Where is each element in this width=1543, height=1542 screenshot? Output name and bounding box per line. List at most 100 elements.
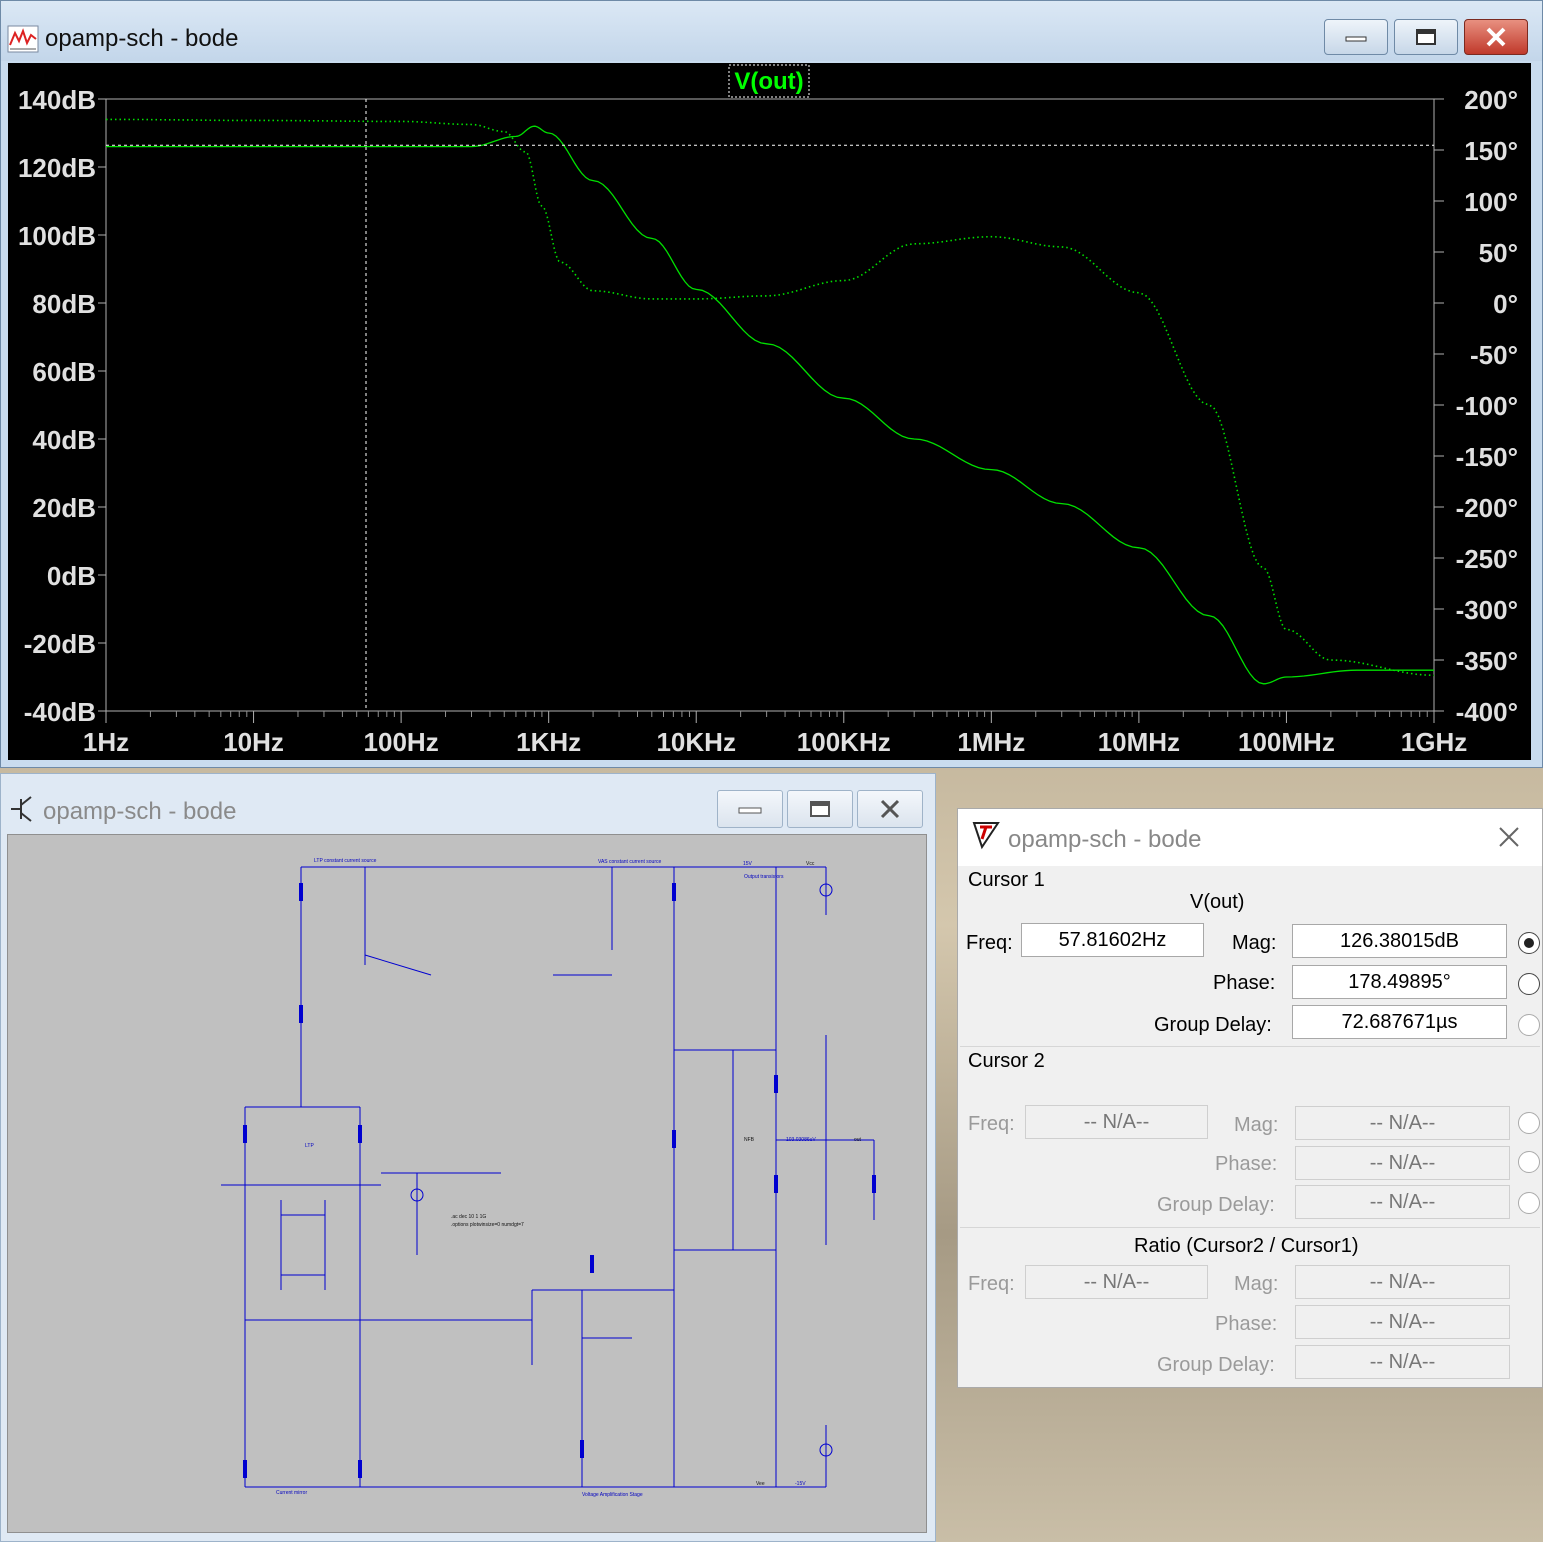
right-axis-label: 200°	[1464, 85, 1518, 115]
waveform-app-icon	[7, 25, 39, 53]
cursor2-heading: Cursor 2	[968, 1050, 1045, 1072]
out-label: out	[854, 1137, 862, 1143]
close-button[interactable]	[1464, 19, 1528, 55]
cursor2-gd-field[interactable]: -- N/A--	[1295, 1185, 1510, 1219]
x-axis-label: 100Hz	[364, 727, 439, 757]
series-layer	[106, 118, 1435, 685]
cursor1-trace-name: V(out)	[1190, 891, 1245, 913]
left-axis-labels: 140dB120dB100dB80dB60dB40dB20dB0dB-20dB-…	[18, 85, 96, 727]
vas-label: Voltage Amplification Stage	[582, 1492, 643, 1498]
ratio-mag-label: Mag:	[1234, 1273, 1279, 1295]
x-axis-label: 100MHz	[1238, 727, 1335, 757]
minimize-icon	[738, 807, 762, 814]
x-axis-label: 1GHz	[1401, 727, 1467, 757]
ratio-gd-field[interactable]: -- N/A--	[1295, 1345, 1510, 1379]
cursor2-freq-label: Freq:	[968, 1113, 1015, 1135]
v15-label: 15V	[743, 861, 753, 867]
sch-minimize-button[interactable]	[717, 790, 783, 828]
maximize-button[interactable]	[1394, 19, 1458, 55]
left-axis-label: 100dB	[18, 221, 96, 251]
x-axis-label: 10Hz	[223, 727, 284, 757]
right-axis-label: -250°	[1456, 544, 1518, 574]
close-icon	[880, 799, 900, 819]
sch-maximize-button[interactable]	[787, 790, 853, 828]
minimize-button[interactable]	[1324, 19, 1388, 55]
trace-label[interactable]: V(out)	[734, 68, 803, 95]
cursor2-mag-radio[interactable]	[1518, 1112, 1540, 1134]
separator	[960, 1046, 1540, 1047]
x-axis-label: 1Hz	[83, 727, 129, 757]
nfb-value-label: 103.03086uV	[786, 1137, 816, 1143]
right-axis-labels: 200°150°100°50°0°-50°-100°-150°-200°-250…	[1456, 85, 1518, 727]
cursor-crosshair[interactable]	[106, 99, 1434, 711]
cursor1-mag-radio[interactable]	[1518, 932, 1540, 954]
right-axis-label: 100°	[1464, 187, 1518, 217]
separator	[960, 1227, 1540, 1228]
ratio-gd-label: Group Delay:	[1157, 1354, 1275, 1376]
bode-plot-window[interactable]: opamp-sch - bode 140dB 120dB 100dB 80dB 60dB…	[0, 0, 1543, 768]
left-axis-label: 140dB	[18, 85, 96, 115]
bode-plot[interactable]: 140dB120dB100dB80dB60dB40dB20dB0dB-20dB-…	[8, 63, 1531, 760]
cursor1-mag-field[interactable]: 126.38015dB	[1292, 924, 1507, 958]
left-axis-label: -20dB	[24, 629, 96, 659]
cursor2-gd-label: Group Delay:	[1157, 1194, 1275, 1216]
right-axis-ticks	[1434, 98, 1444, 712]
left-axis-label: 120dB	[18, 153, 96, 183]
schematic-window-title: opamp-sch - bode	[43, 798, 237, 825]
schematic-wires	[221, 866, 875, 1488]
cursor1-heading: Cursor 1	[968, 869, 1045, 891]
maximize-icon	[810, 801, 830, 817]
cursor-dialog-titlebar[interactable]: opamp-sch - bode	[958, 809, 1542, 866]
schematic-canvas[interactable]: LTP constant current source VAS constant…	[7, 834, 927, 1533]
right-axis-label: 150°	[1464, 136, 1518, 166]
right-axis-label: 50°	[1479, 238, 1518, 268]
schematic-drawing[interactable]: LTP constant current source VAS constant…	[8, 835, 926, 1532]
ratio-freq-field[interactable]: -- N/A--	[1025, 1265, 1208, 1299]
ratio-mag-field[interactable]: -- N/A--	[1295, 1265, 1510, 1299]
cursor2-mag-field[interactable]: -- N/A--	[1295, 1106, 1510, 1140]
ltspice-logo-icon	[972, 822, 1000, 850]
schematic-components	[243, 883, 876, 1478]
cursor1-gd-field[interactable]: 72.687671µs	[1292, 1005, 1507, 1039]
cursor2-phase-field[interactable]: -- N/A--	[1295, 1146, 1510, 1180]
left-axis-label: 80dB	[32, 289, 96, 319]
cursor1-phase-field[interactable]: 178.49895°	[1292, 965, 1507, 999]
schematic-window[interactable]: opamp-sch - bode	[0, 773, 936, 1542]
minimize-icon	[1345, 36, 1367, 42]
dialog-close-button[interactable]	[1498, 823, 1520, 855]
right-axis-label: -350°	[1456, 646, 1518, 676]
schematic-app-icon	[11, 796, 32, 822]
cursor-dialog[interactable]: opamp-sch - bode Cursor 1 V(out) Freq: 5…	[957, 808, 1543, 1388]
plot-frame	[105, 98, 1435, 712]
right-axis-label: -150°	[1456, 442, 1518, 472]
cursor2-gd-radio[interactable]	[1518, 1192, 1540, 1214]
cursor1-gd-radio[interactable]	[1518, 1014, 1540, 1036]
sch-close-button[interactable]	[857, 790, 923, 828]
ratio-heading: Ratio (Cursor2 / Cursor1)	[1134, 1235, 1359, 1257]
right-axis-label: -300°	[1456, 595, 1518, 625]
cursor1-phase-radio[interactable]	[1518, 973, 1540, 995]
cursor2-freq-field[interactable]: -- N/A--	[1025, 1105, 1208, 1139]
right-axis-label: -400°	[1456, 697, 1518, 727]
ratio-freq-label: Freq:	[968, 1273, 1015, 1295]
ltp-label: LTP	[305, 1143, 314, 1149]
trace-label-box[interactable]	[728, 64, 810, 98]
sim-directive-2: .options plotwinsize=0 numdgt=7	[451, 1222, 524, 1228]
cursor1-freq-field[interactable]: 57.81602Hz	[1021, 923, 1204, 957]
cursor2-phase-radio[interactable]	[1518, 1151, 1540, 1173]
vas-cs-label: VAS constant current source	[598, 859, 661, 865]
x-axis-label: 10KHz	[656, 727, 735, 757]
cursor1-gd-label: Group Delay:	[1154, 1014, 1272, 1036]
left-axis-label: 60dB	[32, 357, 96, 387]
ratio-phase-field[interactable]: -- N/A--	[1295, 1305, 1510, 1339]
bode-titlebar[interactable]: opamp-sch - bode	[1, 1, 1542, 61]
maximize-icon	[1416, 29, 1436, 45]
vcc-label: Vcc	[806, 861, 815, 867]
ratio-phase-label: Phase:	[1215, 1313, 1278, 1335]
x-axis-label: 1MHz	[957, 727, 1025, 757]
cursor2-phase-label: Phase:	[1215, 1153, 1278, 1175]
close-icon	[1486, 27, 1506, 47]
ltp-cs-label: LTP constant current source	[314, 858, 377, 864]
